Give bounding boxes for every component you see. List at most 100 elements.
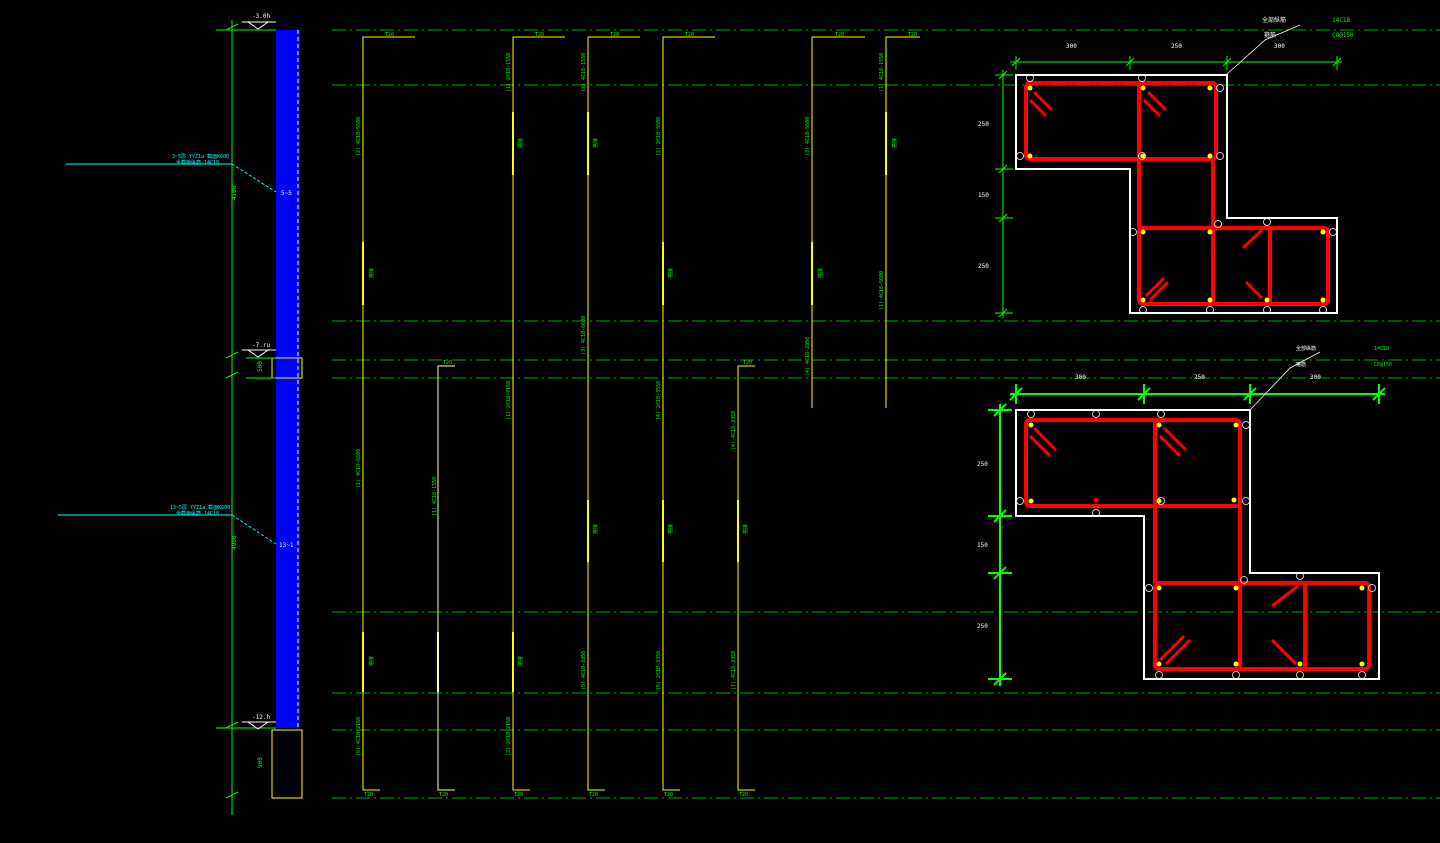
rebar-top-label: T20 bbox=[908, 32, 917, 38]
bar-markers bbox=[1016, 74, 1337, 314]
dim-top-0: 300 bbox=[1066, 43, 1077, 50]
label-main-bars: 全部纵筋 bbox=[1296, 345, 1316, 352]
rebar-label: 搭接 bbox=[592, 524, 599, 534]
rebar-detail-5[interactable]: T20 T20 (4) 4C18-3350 搭接 (7) 4C18-3350 bbox=[731, 360, 755, 798]
section-dims bbox=[988, 384, 1386, 686]
rebar-label: (6) 2C18-3350 bbox=[656, 651, 662, 690]
rebar-detail-3[interactable]: T20 T20 (2) 4C18-1550 搭接 (3) 4C18-6600 搭… bbox=[581, 32, 640, 798]
main-bars-spec: 14C18 bbox=[1332, 17, 1350, 24]
rebar-label: (1) 2C18-7150 bbox=[506, 381, 512, 420]
rebar-label: 搭接 bbox=[592, 138, 599, 148]
longitudinal-bars bbox=[1027, 85, 1326, 303]
column-tag-lower: 13~1 bbox=[279, 542, 294, 549]
dim-top-2: 300 bbox=[1310, 374, 1321, 381]
section-dims bbox=[995, 56, 1342, 318]
rebar-label: (2) 4C18-5600 bbox=[356, 117, 362, 156]
rebar-label: (7) 4C18-3350 bbox=[731, 651, 737, 690]
rebar-label: 搭接 bbox=[368, 656, 375, 666]
dim-joint: 500 bbox=[257, 361, 264, 372]
section-leader bbox=[1249, 351, 1321, 411]
level-marker-bottom: -12.h bbox=[242, 714, 276, 730]
dim-top-2: 300 bbox=[1274, 43, 1285, 50]
dim-left-2: 250 bbox=[977, 623, 988, 630]
rebar-detail-6[interactable]: T20 (3) 4C18-5600 搭接 (4) 4C18-2350 bbox=[805, 32, 865, 408]
rebar-label: 搭接 bbox=[517, 656, 524, 666]
column-tag-upper: 5~5 bbox=[281, 190, 292, 197]
level-label-top: -3.0h bbox=[252, 13, 270, 20]
section-outline bbox=[1015, 74, 1338, 314]
rebar-top-label: T20 bbox=[685, 32, 694, 38]
rebar-label: (4) 2C18-3550 bbox=[656, 381, 662, 420]
rebar-label: (2) 2C18-2150 bbox=[506, 717, 512, 756]
label-stirrup: 箍筋 bbox=[1264, 31, 1276, 39]
rebar-label: (1) 4C18-1550 bbox=[879, 53, 885, 92]
rebar-detail-1[interactable]: T20 T20 (1) 4C18-1550 bbox=[432, 360, 455, 798]
rebar-label: (1) 2C18-1550 bbox=[506, 53, 512, 92]
dim-lower: 4900 bbox=[231, 535, 238, 550]
stirrups bbox=[1024, 418, 1371, 671]
rebar-bottom-label: T20 bbox=[664, 792, 673, 798]
rebar-bottom-label: T20 bbox=[364, 792, 373, 798]
rebar-label: 搭接 bbox=[817, 268, 824, 278]
rebar-label: (3) 4C18-5600 bbox=[805, 117, 811, 156]
column-joint-box bbox=[271, 357, 303, 379]
stirrups-spec: C8@150 bbox=[1374, 362, 1392, 368]
bar-markers bbox=[1016, 410, 1376, 679]
callout-upper-line1: 3~5层 YYZ1a 截面K600 bbox=[172, 153, 229, 160]
section-lower[interactable]: 300 250 300 250 150 250 全部纵筋 箍筋 14C18 C8… bbox=[977, 345, 1392, 686]
dim-top-1: 250 bbox=[1194, 374, 1205, 381]
section-leader bbox=[1225, 24, 1301, 76]
callout-upper: 3~5层 YYZ1a 截面K600 全截面纵筋-14C18 bbox=[66, 153, 277, 193]
main-bars-spec: 14C18 bbox=[1374, 346, 1389, 352]
dim-left-1: 150 bbox=[977, 542, 988, 549]
rebar-detail-4[interactable]: T20 T20 (2) 2C18-5600 搭接 (4) 2C18-3550 搭… bbox=[656, 32, 715, 798]
rebar-label: (2) 2C18-5600 bbox=[656, 117, 662, 156]
rebar-top-label: T20 bbox=[443, 360, 452, 366]
section-outline bbox=[1015, 409, 1380, 680]
rebar-label: 搭接 bbox=[517, 138, 524, 148]
callout-upper-line2: 全截面纵筋-14C18 bbox=[176, 159, 219, 166]
section-upper[interactable]: 300 250 300 250 150 250 全部纵筋 箍筋 14C18 C8… bbox=[978, 16, 1354, 318]
rebar-label: 搭接 bbox=[891, 138, 898, 148]
stirrups bbox=[1024, 81, 1330, 306]
rebar-label: 搭接 bbox=[368, 268, 375, 278]
stirrups-spec: C8@150 bbox=[1332, 32, 1354, 39]
callout-lower-line1: 13~5层 YYZ1a 截面K600 bbox=[170, 504, 230, 511]
rebar-label: 搭接 bbox=[667, 524, 674, 534]
callout-lower-line2: 全截面纵筋-14C18 bbox=[176, 510, 219, 517]
level-marker-top: -3.0h bbox=[242, 13, 276, 30]
rebar-detail-7[interactable]: T20 (1) 4C18-1550 搭接 (1) 4C18-5600 bbox=[879, 32, 920, 408]
center-bar-marker bbox=[1093, 497, 1099, 503]
rebar-top-label: T20 bbox=[743, 360, 752, 366]
rebar-label: (1) 4C18-1550 bbox=[432, 477, 438, 516]
rebar-bottom-label: T20 bbox=[589, 792, 598, 798]
level-marker-mid: -7.ru bbox=[242, 342, 276, 358]
label-stirrup: 箍筋 bbox=[1296, 361, 1306, 368]
dim-left-2: 250 bbox=[978, 263, 989, 270]
rebar-label: (1) 4C18-5600 bbox=[879, 271, 885, 310]
callout-lower: 13~5层 YYZ1a 截面K600 全截面纵筋-14C18 bbox=[58, 504, 277, 545]
rebar-label: (1) 4C18-6600 bbox=[356, 449, 362, 488]
rebar-detail-0[interactable]: T20 T20 (2) 4C18-5600 搭接 (1) 4C18-6600 搭… bbox=[356, 32, 415, 798]
rebar-label: (2) 4C18-1550 bbox=[581, 53, 587, 92]
rebar-top-label: T20 bbox=[385, 32, 394, 38]
column-body[interactable] bbox=[276, 30, 300, 728]
rebar-detail-2[interactable]: T20 T20 (1) 2C18-1550 搭接 (1) 2C18-7150 搭… bbox=[506, 32, 565, 798]
dim-left-0: 250 bbox=[978, 121, 989, 128]
level-label-mid: -7.ru bbox=[252, 342, 270, 349]
rebar-label: (5) 4C18-2150 bbox=[356, 717, 362, 756]
rebar-label: (4) 4C18-2350 bbox=[805, 337, 811, 376]
rebar-bottom-label: T20 bbox=[739, 792, 748, 798]
rebar-top-label: T20 bbox=[835, 32, 844, 38]
rebar-label: (5) 4C18-3350 bbox=[581, 651, 587, 690]
rebar-details: T20 T20 (2) 4C18-5600 搭接 (1) 4C18-6600 搭… bbox=[356, 32, 920, 798]
dim-left-0: 250 bbox=[977, 461, 988, 468]
dim-top-0: 300 bbox=[1075, 374, 1086, 381]
label-main-bars: 全部纵筋 bbox=[1262, 16, 1286, 24]
rebar-label: 搭接 bbox=[742, 524, 749, 534]
rebar-label: (3) 4C18-6600 bbox=[581, 316, 587, 355]
column-foundation bbox=[271, 729, 303, 799]
level-label-bottom: -12.h bbox=[252, 714, 270, 721]
rebar-label: (4) 4C18-3350 bbox=[731, 411, 737, 450]
